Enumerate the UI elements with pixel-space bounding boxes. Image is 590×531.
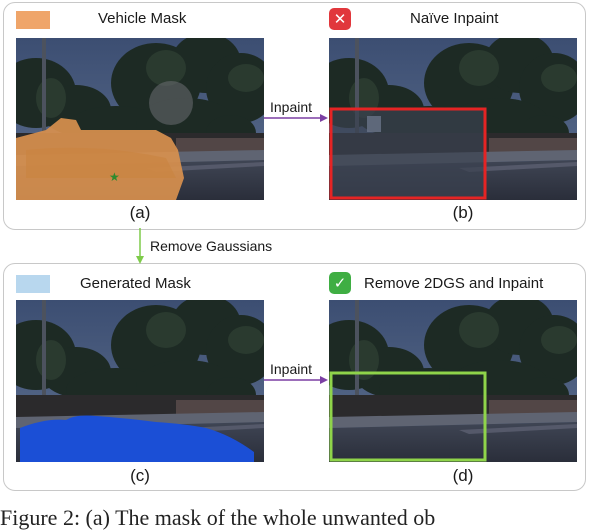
checkmark-icon: ✓	[329, 272, 351, 294]
cross-icon: ✕	[329, 8, 351, 30]
panel-d-header: Remove 2DGS and Inpaint	[364, 275, 544, 292]
remove-gaussians-label: Remove Gaussians	[150, 238, 273, 254]
naive-inpaint-box	[329, 107, 487, 200]
panel-a-label: (a)	[129, 203, 151, 222]
inpaint-arrow-bottom	[264, 376, 328, 384]
inpaint-arrow-label-top: Inpaint	[270, 99, 313, 115]
panel-d-image	[329, 300, 577, 462]
panel-a-image: ★	[16, 38, 264, 200]
generated-mask-region	[20, 415, 254, 462]
panel-a-header: Vehicle Mask	[98, 10, 187, 27]
inpaint-arrow-top	[264, 114, 328, 122]
figure-caption: Figure 2: (a) The mask of the whole unwa…	[0, 505, 436, 530]
generated-mask-swatch	[16, 275, 50, 293]
panel-c-label: (c)	[130, 466, 150, 485]
vehicle-mask-swatch	[16, 11, 50, 29]
panel-d-label: (d)	[452, 466, 474, 485]
panel-b-label: (b)	[452, 203, 474, 222]
inpaint-arrow-label-bottom: Inpaint	[270, 361, 313, 377]
panel-c-image	[16, 300, 264, 462]
panel-c-header: Generated Mask	[80, 275, 191, 292]
inpaint-region-box	[329, 371, 487, 462]
panel-b-header: Naïve Inpaint	[410, 10, 499, 27]
star-icon: ★	[109, 170, 120, 184]
panel-b-image	[329, 38, 577, 200]
remove-gaussians-arrow	[136, 228, 144, 264]
